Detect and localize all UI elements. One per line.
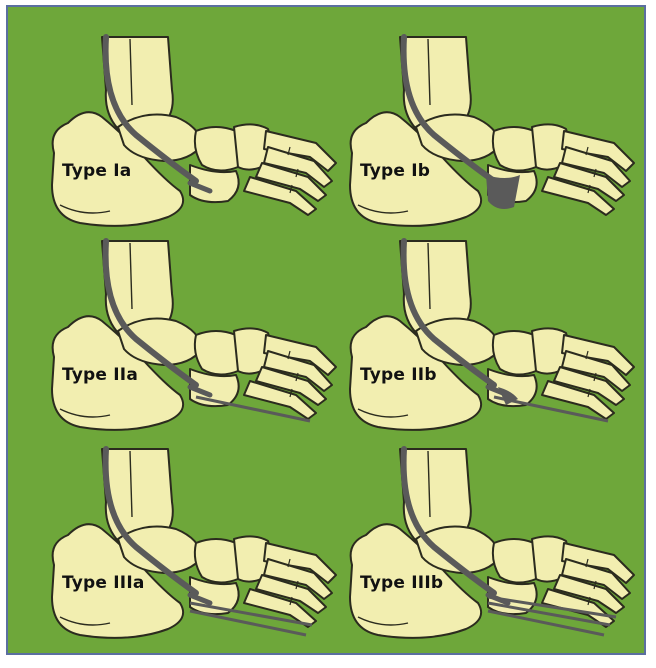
panel-type-iiib: Type IIIb [338, 447, 638, 652]
lesion-mark [486, 175, 520, 209]
panel-type-ib: Type Ib [338, 35, 638, 240]
type-label: Type IIb [360, 365, 437, 385]
foot-illustration [338, 239, 638, 444]
foot-diagram-grid: Type Ia Type Ib Type IIa Type IIb Type I… [8, 7, 644, 653]
panel-type-iia: Type IIa [40, 239, 340, 444]
diagram-frame: Type Ia Type Ib Type IIa Type IIb Type I… [6, 5, 646, 655]
foot-illustration [40, 447, 340, 652]
type-label: Type Ia [62, 161, 131, 181]
foot-illustration [338, 35, 638, 240]
type-label: Type IIa [62, 365, 138, 385]
panel-type-iib: Type IIb [338, 239, 638, 444]
panel-type-ia: Type Ia [40, 35, 340, 240]
panel-type-iiia: Type IIIa [40, 447, 340, 652]
type-label: Type IIIa [62, 573, 145, 593]
foot-illustration [338, 447, 638, 652]
foot-illustration [40, 35, 340, 240]
type-label: Type IIIb [360, 573, 443, 593]
foot-illustration [40, 239, 340, 444]
type-label: Type Ib [360, 161, 430, 181]
